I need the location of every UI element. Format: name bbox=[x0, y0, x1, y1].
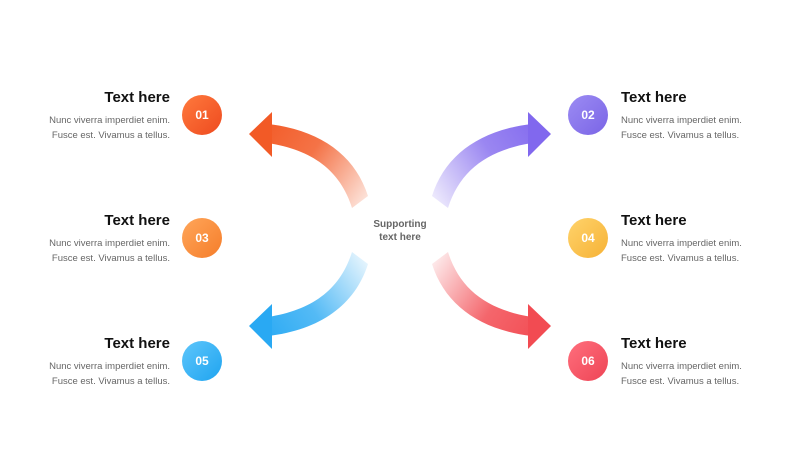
item-05-badge: 05 bbox=[182, 341, 222, 381]
arrow-bottom-right bbox=[432, 252, 551, 349]
item-01-text: Text here Nunc viverra imperdiet enim. F… bbox=[0, 89, 170, 143]
item-02-line-1: Nunc viverra imperdiet enim. bbox=[621, 115, 742, 126]
center-line-1: Supporting bbox=[373, 219, 427, 230]
item-02-badge: 02 bbox=[568, 95, 608, 135]
item-01-title: Text here bbox=[104, 89, 170, 106]
item-01-line-2: Fusce est. Vivamus a tellus. bbox=[51, 130, 170, 141]
item-03-text: Text here Nunc viverra imperdiet enim. F… bbox=[0, 212, 170, 266]
item-03-line-2: Fusce est. Vivamus a tellus. bbox=[51, 253, 170, 264]
item-03-title: Text here bbox=[104, 212, 170, 229]
item-03-line-1: Nunc viverra imperdiet enim. bbox=[49, 238, 170, 249]
item-01-line-1: Nunc viverra imperdiet enim. bbox=[49, 115, 170, 126]
item-04-text: Text here Nunc viverra imperdiet enim. F… bbox=[621, 212, 796, 266]
item-03-badge: 03 bbox=[182, 218, 222, 258]
arrow-top-right bbox=[432, 112, 551, 208]
item-05-title: Text here bbox=[104, 335, 170, 352]
item-05-line-2: Fusce est. Vivamus a tellus. bbox=[51, 376, 170, 387]
item-04-line-2: Fusce est. Vivamus a tellus. bbox=[621, 253, 740, 264]
item-05-text: Text here Nunc viverra imperdiet enim. F… bbox=[0, 335, 170, 389]
arrow-top-left bbox=[249, 112, 368, 208]
item-02-text: Text here Nunc viverra imperdiet enim. F… bbox=[621, 89, 796, 143]
item-06-line-2: Fusce est. Vivamus a tellus. bbox=[621, 376, 740, 387]
center-line-2: text here bbox=[379, 232, 421, 243]
item-04-line-1: Nunc viverra imperdiet enim. bbox=[621, 238, 742, 249]
item-04-badge: 04 bbox=[568, 218, 608, 258]
item-02-title: Text here bbox=[621, 89, 687, 106]
item-02-line-2: Fusce est. Vivamus a tellus. bbox=[621, 130, 740, 141]
item-06-badge: 06 bbox=[568, 341, 608, 381]
arrow-bottom-left bbox=[249, 252, 368, 349]
item-04-title: Text here bbox=[621, 212, 687, 229]
center-supporting-text: Supporting text here bbox=[350, 218, 450, 244]
item-06-line-1: Nunc viverra imperdiet enim. bbox=[621, 361, 742, 372]
item-05-line-1: Nunc viverra imperdiet enim. bbox=[49, 361, 170, 372]
item-01-badge: 01 bbox=[182, 95, 222, 135]
item-06-text: Text here Nunc viverra imperdiet enim. F… bbox=[621, 335, 796, 389]
item-06-title: Text here bbox=[621, 335, 687, 352]
